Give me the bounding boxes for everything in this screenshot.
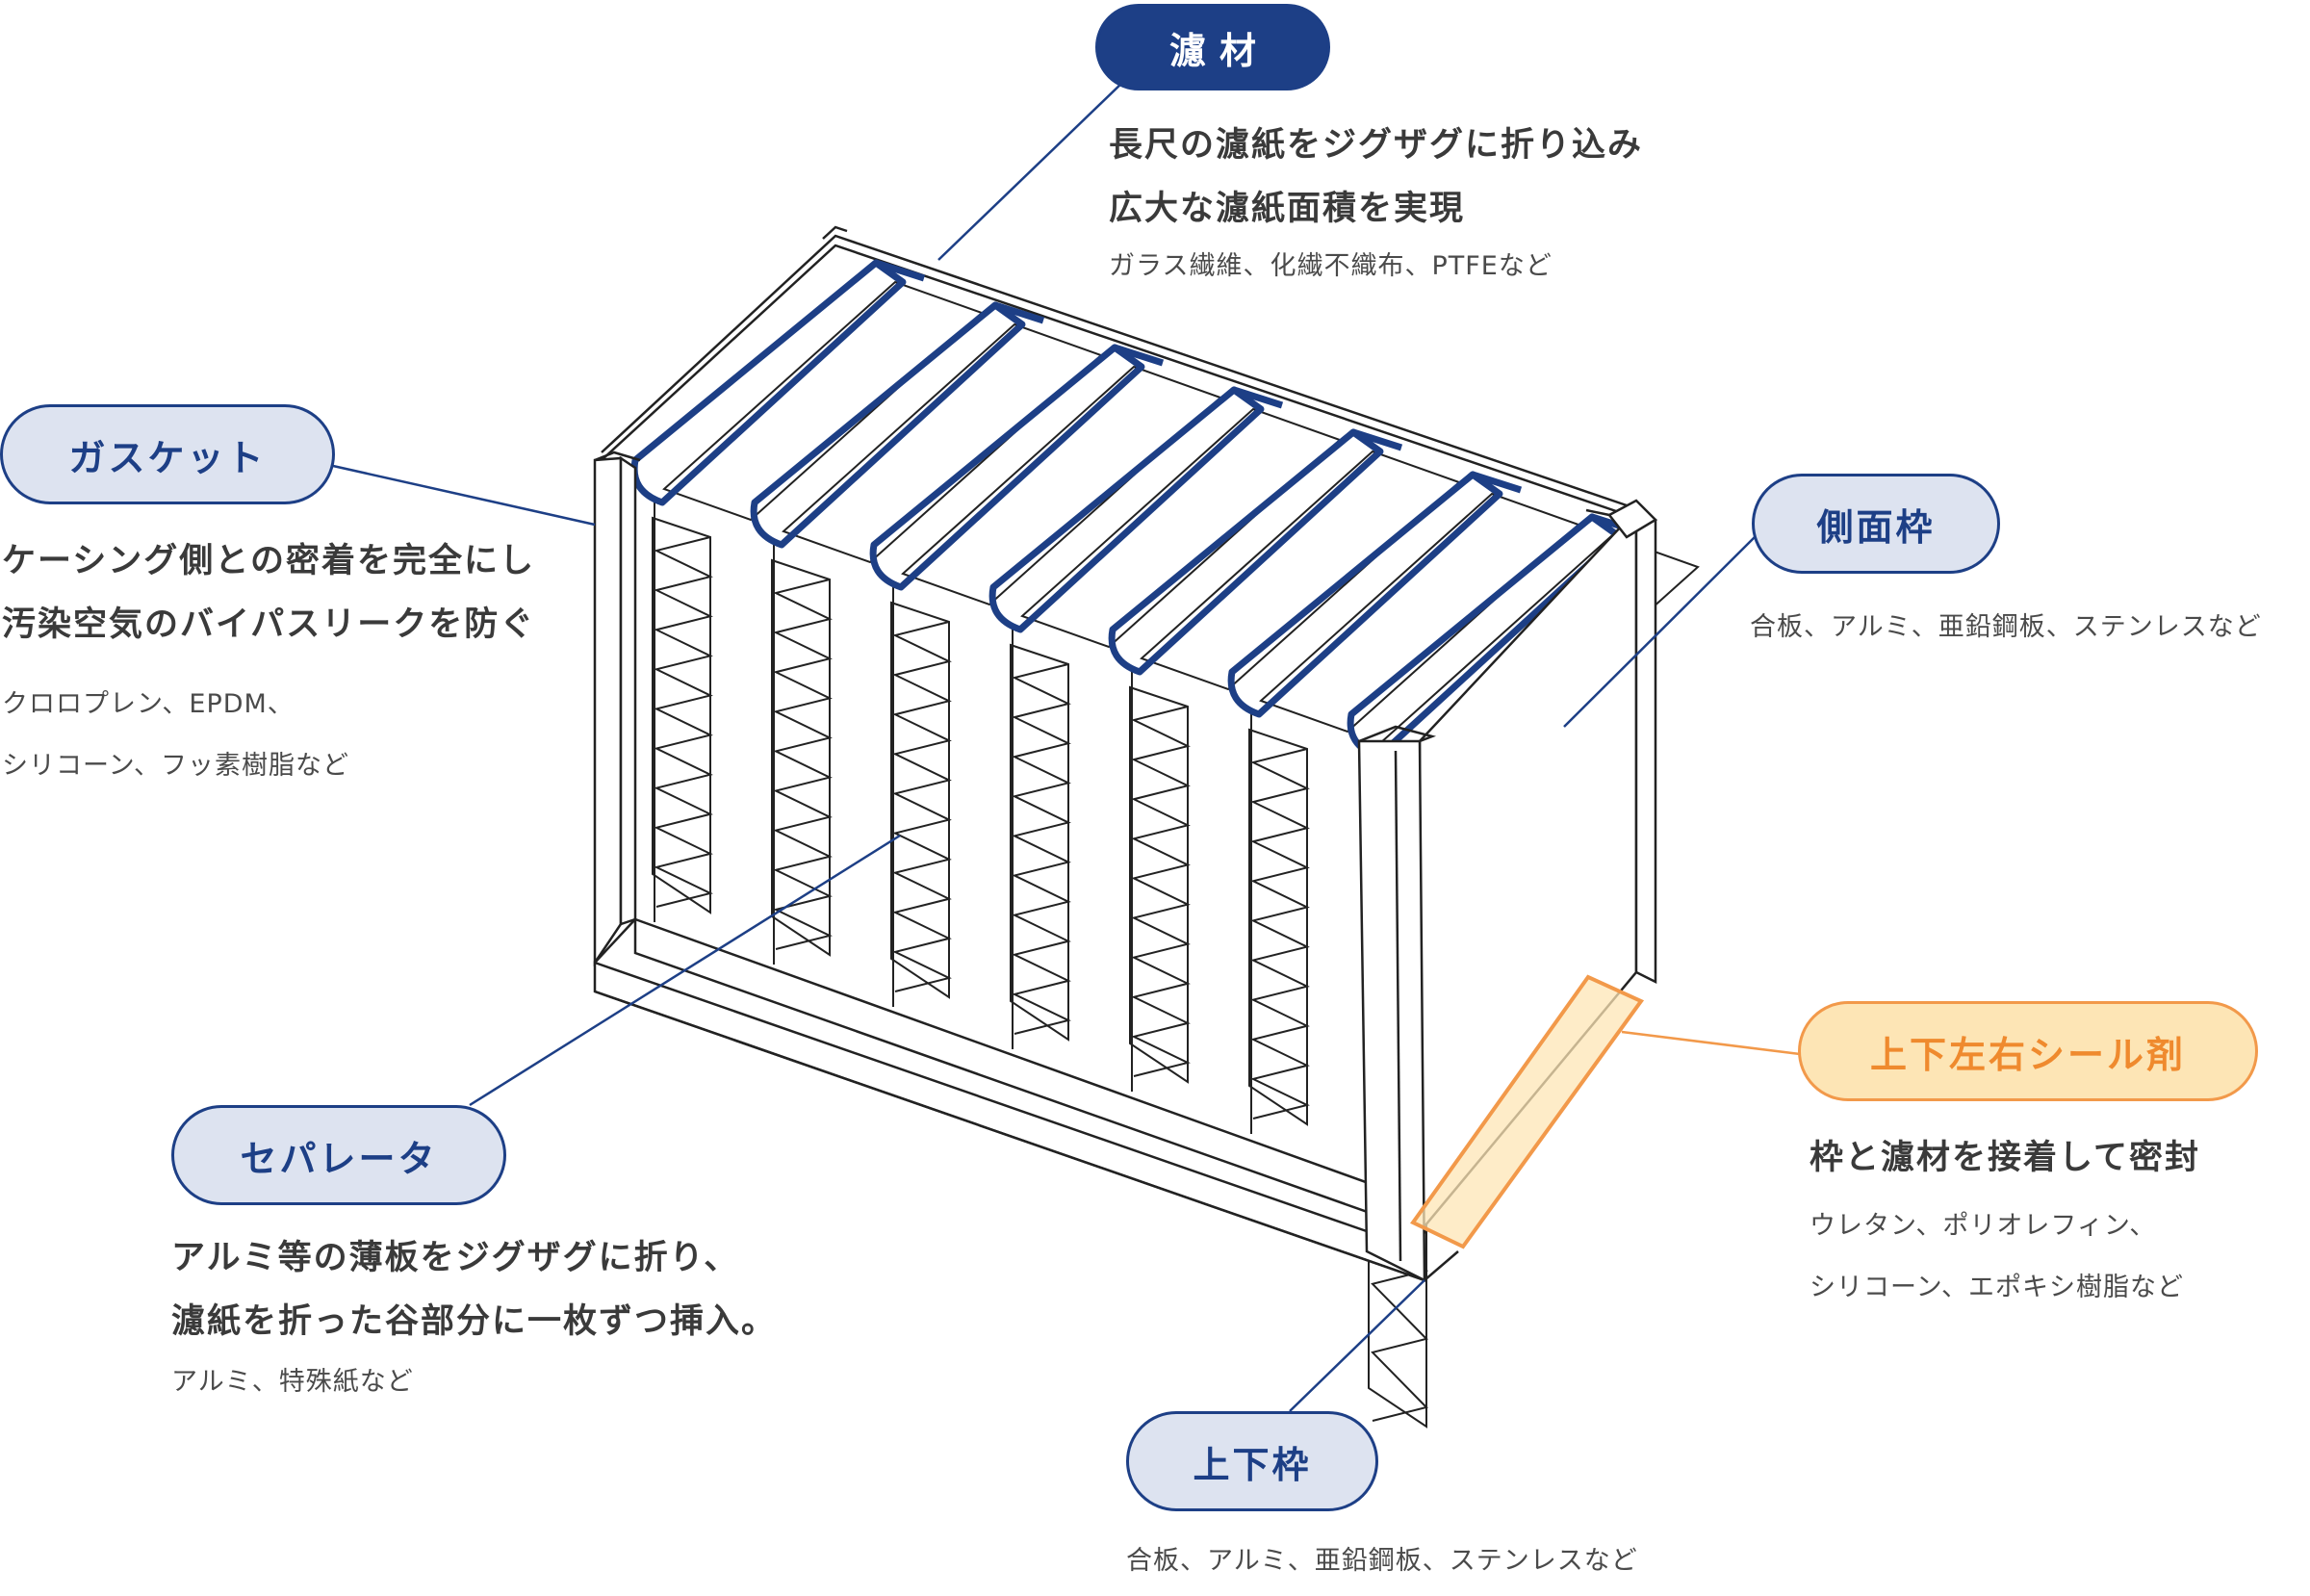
top-bottom-frame-materials: 合板、アルミ、亜鉛鋼板、ステンレスなど	[1126, 1531, 1638, 1592]
material-line: ウレタン、ポリオレフィン、	[1810, 1211, 2157, 1241]
leader-lines	[332, 80, 1801, 1412]
separator-description: アルミ等の薄板をジグザグに折り、 濾紙を折った谷部分に一枚ずつ挿入。	[171, 1226, 777, 1353]
separator-panel	[771, 558, 831, 957]
media-fold-top	[1471, 471, 1523, 494]
media-fold	[750, 301, 1026, 549]
left-frame	[593, 450, 641, 967]
media-fold-top	[993, 301, 1045, 324]
desc-line: ケーシング側との密着を完全にし	[2, 542, 535, 580]
media-fold	[630, 259, 907, 506]
media-fold	[1108, 428, 1384, 676]
desc-line: 長尺の濾紙をジグザグに折り込み	[1109, 126, 1644, 165]
desc-line: 汚染空気のバイパスリークを防ぐ	[2, 605, 536, 644]
desc-line: 広大な濾紙面積を実現	[1109, 190, 1466, 228]
media-fold-top	[874, 259, 926, 282]
separator-leader	[469, 834, 901, 1107]
top-bottom-frame-label: 上下枠	[1126, 1411, 1378, 1511]
filter-media-leader	[937, 80, 1125, 261]
media-fold	[988, 386, 1265, 633]
back-frame	[601, 225, 1628, 514]
media-fold-top	[1351, 428, 1403, 451]
separator-label: セパレータ	[171, 1105, 506, 1205]
material-line: シリコーン、フッ素樹脂など	[2, 751, 350, 781]
media-fold	[869, 344, 1145, 591]
material-line: シリコーン、エポキシ樹脂など	[1810, 1273, 2185, 1302]
sealant-materials: ウレタン、ポリオレフィン、 シリコーン、エポキシ樹脂など	[1810, 1196, 2184, 1319]
media-fold-top	[1232, 386, 1284, 409]
filter-media-description: 長尺の濾紙をジグザグに折り込み 広大な濾紙面積を実現	[1109, 114, 1643, 241]
side-frame-materials: 合板、アルミ、亜鉛鋼板、ステンレスなど	[1750, 597, 2262, 658]
sealant-highlight	[1409, 974, 1645, 1249]
side-frame-label: 側面枠	[1752, 474, 2000, 574]
gasket-leader	[332, 464, 596, 527]
gasket-materials: クロロプレン、EPDM、 シリコーン、フッ素樹脂など	[2, 674, 349, 797]
separator-zigzag	[1131, 706, 1191, 1077]
separator-panel	[1010, 643, 1069, 1042]
desc-line: 濾紙を折った谷部分に一枚ずつ挿入。	[171, 1302, 778, 1341]
media-fold	[1227, 471, 1503, 718]
gasket-label: ガスケット	[0, 404, 335, 504]
gasket-description: ケーシング側との密着を完全にし 汚染空気のバイパスリークを防ぐ	[2, 529, 535, 656]
separator-panel	[1248, 728, 1308, 1126]
top-bottom-frame-leader	[1289, 1279, 1425, 1412]
material-line: クロロプレン、EPDM、	[2, 689, 295, 719]
sealant-leader	[1621, 1030, 1801, 1056]
desc-line: 枠と濾材を接着して密封	[1810, 1139, 2200, 1177]
material-line: アルミ、特殊紙など	[171, 1367, 414, 1397]
media-fold-top	[1113, 344, 1165, 367]
separator-panel	[890, 601, 950, 999]
separator-zigzag	[892, 621, 952, 992]
side-frame-leader	[1563, 533, 1758, 728]
bottom-frame	[593, 917, 1459, 1282]
separator-zigzag	[1012, 663, 1071, 1035]
separator-materials: アルミ、特殊紙など	[171, 1351, 414, 1413]
sealant-label: 上下左右シール剤	[1798, 1001, 2258, 1101]
separator-panel	[1129, 685, 1189, 1084]
right-side-frame	[1418, 499, 1658, 1236]
right-front-post	[1357, 725, 1437, 1283]
sealant-description: 枠と濾材を接着して密封	[1810, 1126, 2200, 1190]
filter-media-materials: ガラス繊維、化繊不織布、PTFEなど	[1109, 236, 1553, 297]
filter-media-label: 濾材	[1095, 4, 1330, 90]
separator-zigzag	[654, 536, 713, 908]
material-line: 合板、アルミ、亜鉛鋼板、ステンレスなど	[1750, 612, 2262, 642]
separator-zigzag	[1250, 748, 1310, 1120]
desc-line: アルミ等の薄板をジグザグに折り、	[171, 1239, 740, 1277]
material-line: ガラス繊維、化繊不織布、PTFEなど	[1109, 251, 1553, 281]
material-line: 合板、アルミ、亜鉛鋼板、ステンレスなど	[1126, 1546, 1638, 1576]
separator-zigzag	[773, 579, 833, 950]
separator-panel	[652, 516, 711, 914]
